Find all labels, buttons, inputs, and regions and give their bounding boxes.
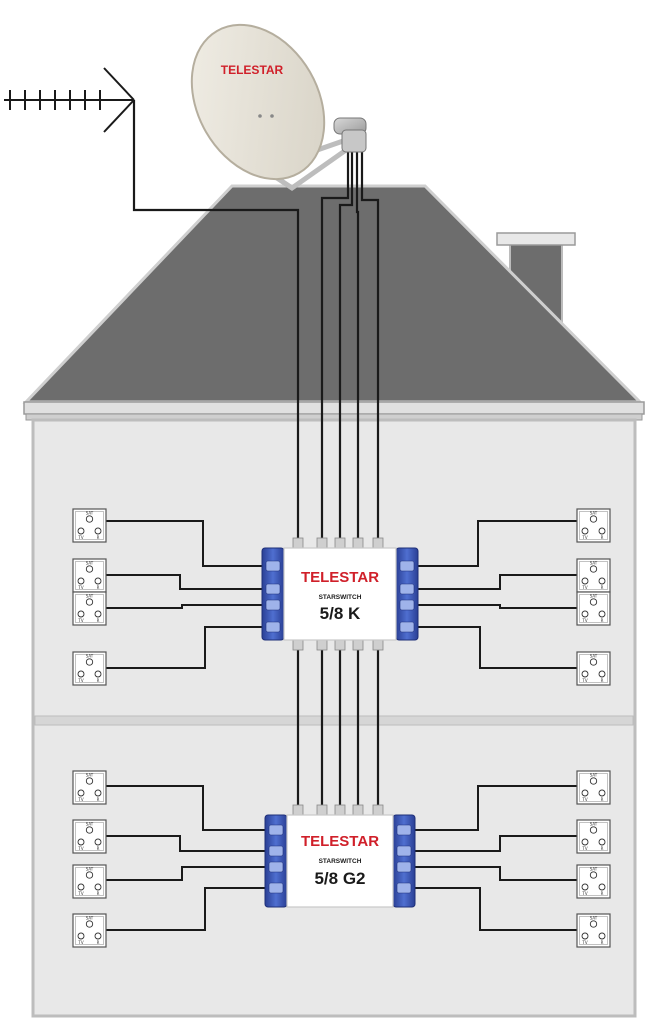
outlet-radio-label: R xyxy=(601,585,604,590)
branch-cables-floor-2 xyxy=(106,785,578,931)
outlet-tv-label: TV xyxy=(77,678,83,683)
outlet-tv-label: TV xyxy=(77,846,83,851)
wall-outlet-floor1-left-4: SAT TV R xyxy=(72,651,107,686)
dish-brand-logo: TELESTAR xyxy=(221,63,284,77)
outlet-tv-label: TV xyxy=(581,846,587,851)
wall-outlet-floor1-right-2: SAT TV R xyxy=(576,558,611,593)
outlet-radio-label: R xyxy=(601,797,604,802)
outlet-tv-label: TV xyxy=(581,678,587,683)
wall-outlet-floor1-left-3: SAT TV R xyxy=(72,591,107,626)
outlet-radio-label: R xyxy=(97,618,100,623)
switch-2-brand: TELESTAR xyxy=(301,833,379,850)
switch-1-product-line: STARSWITCH xyxy=(319,594,362,601)
wall-outlet-floor1-right-3: SAT TV R xyxy=(576,591,611,626)
outlet-radio-label: R xyxy=(97,891,100,896)
wall-outlet-floor2-right-4: SAT TV R xyxy=(576,913,611,948)
outlet-sat-label: SAT xyxy=(590,561,598,566)
trunk-cables xyxy=(132,100,380,810)
outlet-radio-label: R xyxy=(601,535,604,540)
outlet-radio-label: R xyxy=(97,940,100,945)
outlet-sat-label: SAT xyxy=(590,773,598,778)
wall-outlet-floor2-left-3: SAT TV R xyxy=(72,864,107,899)
multiswitch-floor-1 xyxy=(261,537,419,651)
switch-1-model: 5/8 K xyxy=(320,604,361,623)
switch-1-brand: TELESTAR xyxy=(301,569,379,586)
wall-outlet-floor2-right-3: SAT TV R xyxy=(576,864,611,899)
outlet-sat-label: SAT xyxy=(590,654,598,659)
outlet-sat-label: SAT xyxy=(590,916,598,921)
outlet-radio-label: R xyxy=(97,535,100,540)
outlet-radio-label: R xyxy=(601,678,604,683)
outlet-tv-label: TV xyxy=(77,585,83,590)
outlet-tv-label: TV xyxy=(581,797,587,802)
outlet-radio-label: R xyxy=(601,891,604,896)
wall-outlet-floor2-left-4: SAT TV R xyxy=(72,913,107,948)
outlet-sat-label: SAT xyxy=(86,511,94,516)
outlet-radio-label: R xyxy=(97,585,100,590)
switch-body xyxy=(283,547,397,641)
lnb xyxy=(333,117,367,153)
house-walls xyxy=(31,418,637,1018)
wall-outlet-floor1-right-1: SAT TV R xyxy=(576,508,611,543)
outlet-sat-label: SAT xyxy=(86,561,94,566)
wall-outlet-floor1-left-1: SAT TV R xyxy=(72,508,107,543)
outlet-sat-label: SAT xyxy=(86,773,94,778)
outlet-tv-label: TV xyxy=(77,940,83,945)
wall-outlet-floor1-left-2: SAT TV R xyxy=(72,558,107,593)
outlet-sat-label: SAT xyxy=(86,654,94,659)
switch-2-model: 5/8 G2 xyxy=(314,869,365,888)
wall-outlet-floor2-right-2: SAT TV R xyxy=(576,819,611,854)
outlet-radio-label: R xyxy=(97,846,100,851)
switch-2-product-line: STARSWITCH xyxy=(319,858,362,865)
outlet-radio-label: R xyxy=(97,678,100,683)
outlet-tv-label: TV xyxy=(581,585,587,590)
outlet-sat-label: SAT xyxy=(590,511,598,516)
switch-body xyxy=(286,814,394,908)
outlet-sat-label: SAT xyxy=(86,916,94,921)
outlet-sat-label: SAT xyxy=(590,867,598,872)
outlet-tv-label: TV xyxy=(77,535,83,540)
outlet-tv-label: TV xyxy=(77,891,83,896)
wall-outlet-floor2-left-2: SAT TV R xyxy=(72,819,107,854)
outlet-radio-label: R xyxy=(601,940,604,945)
branch-cables-floor-1 xyxy=(106,520,578,669)
outlet-radio-label: R xyxy=(601,846,604,851)
outlet-radio-label: R xyxy=(601,618,604,623)
outlet-sat-label: SAT xyxy=(86,822,94,827)
outlet-sat-label: SAT xyxy=(590,594,598,599)
outlet-tv-label: TV xyxy=(581,618,587,623)
outlet-sat-label: SAT xyxy=(86,594,94,599)
outlet-tv-label: TV xyxy=(581,891,587,896)
terrestrial-antenna xyxy=(4,67,135,133)
outlet-sat-label: SAT xyxy=(590,822,598,827)
wall-outlet-floor2-left-1: SAT TV R xyxy=(72,770,107,805)
wall-outlet-floor2-right-1: SAT TV R xyxy=(576,770,611,805)
outlet-tv-label: TV xyxy=(581,535,587,540)
multiswitch-floor-2 xyxy=(264,804,416,908)
outlet-radio-label: R xyxy=(97,797,100,802)
wall-outlet-floor1-right-4: SAT TV R xyxy=(576,651,611,686)
outlet-tv-label: TV xyxy=(581,940,587,945)
outlet-tv-label: TV xyxy=(77,797,83,802)
outlet-tv-label: TV xyxy=(77,618,83,623)
outlet-sat-label: SAT xyxy=(86,867,94,872)
satellite-dish xyxy=(190,23,367,192)
